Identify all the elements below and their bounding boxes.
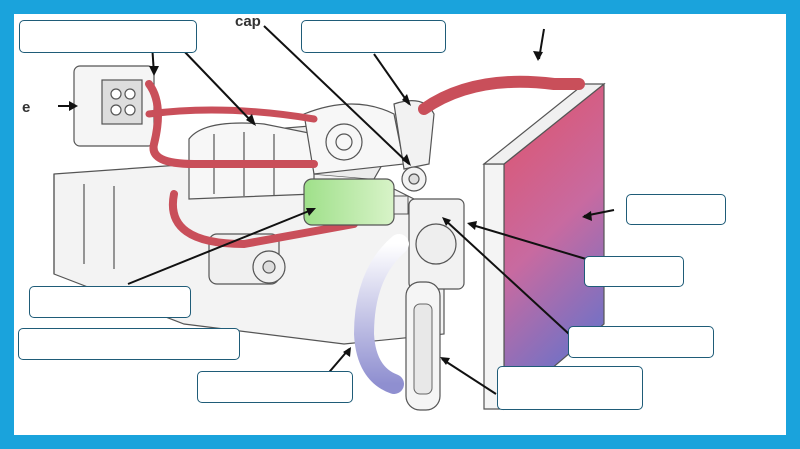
left-cut-text: e <box>22 99 31 116</box>
lower-radiator-hose <box>353 234 409 394</box>
heater-hose-upper <box>145 80 318 168</box>
heater-core <box>73 65 155 147</box>
label-box-engine[interactable] <box>18 328 240 360</box>
water-pump <box>408 198 465 290</box>
label-box-overflow-tank[interactable] <box>497 366 643 410</box>
label-box-heater-core[interactable] <box>19 20 197 53</box>
coolant-reservoir <box>303 178 409 226</box>
heater-hose-lower <box>168 190 358 249</box>
upper-radiator-hose <box>418 75 585 115</box>
heater-hose-return <box>145 106 318 123</box>
top-cut-text: cap <box>235 14 261 30</box>
overflow-tank <box>405 281 441 411</box>
diagram-canvas: cap e <box>14 14 786 435</box>
thermostat-housing <box>393 100 435 192</box>
pointer-arrows <box>58 25 615 395</box>
label-box-thermostat[interactable] <box>301 20 446 53</box>
label-box-fan[interactable] <box>584 256 684 287</box>
intake-manifold <box>303 103 405 175</box>
arrow-heads <box>69 51 592 365</box>
label-box-lower-hose[interactable] <box>197 371 353 403</box>
label-box-radiator[interactable] <box>626 194 726 225</box>
label-box-water-pump[interactable] <box>568 326 714 358</box>
label-box-reservoir[interactable] <box>29 286 191 318</box>
